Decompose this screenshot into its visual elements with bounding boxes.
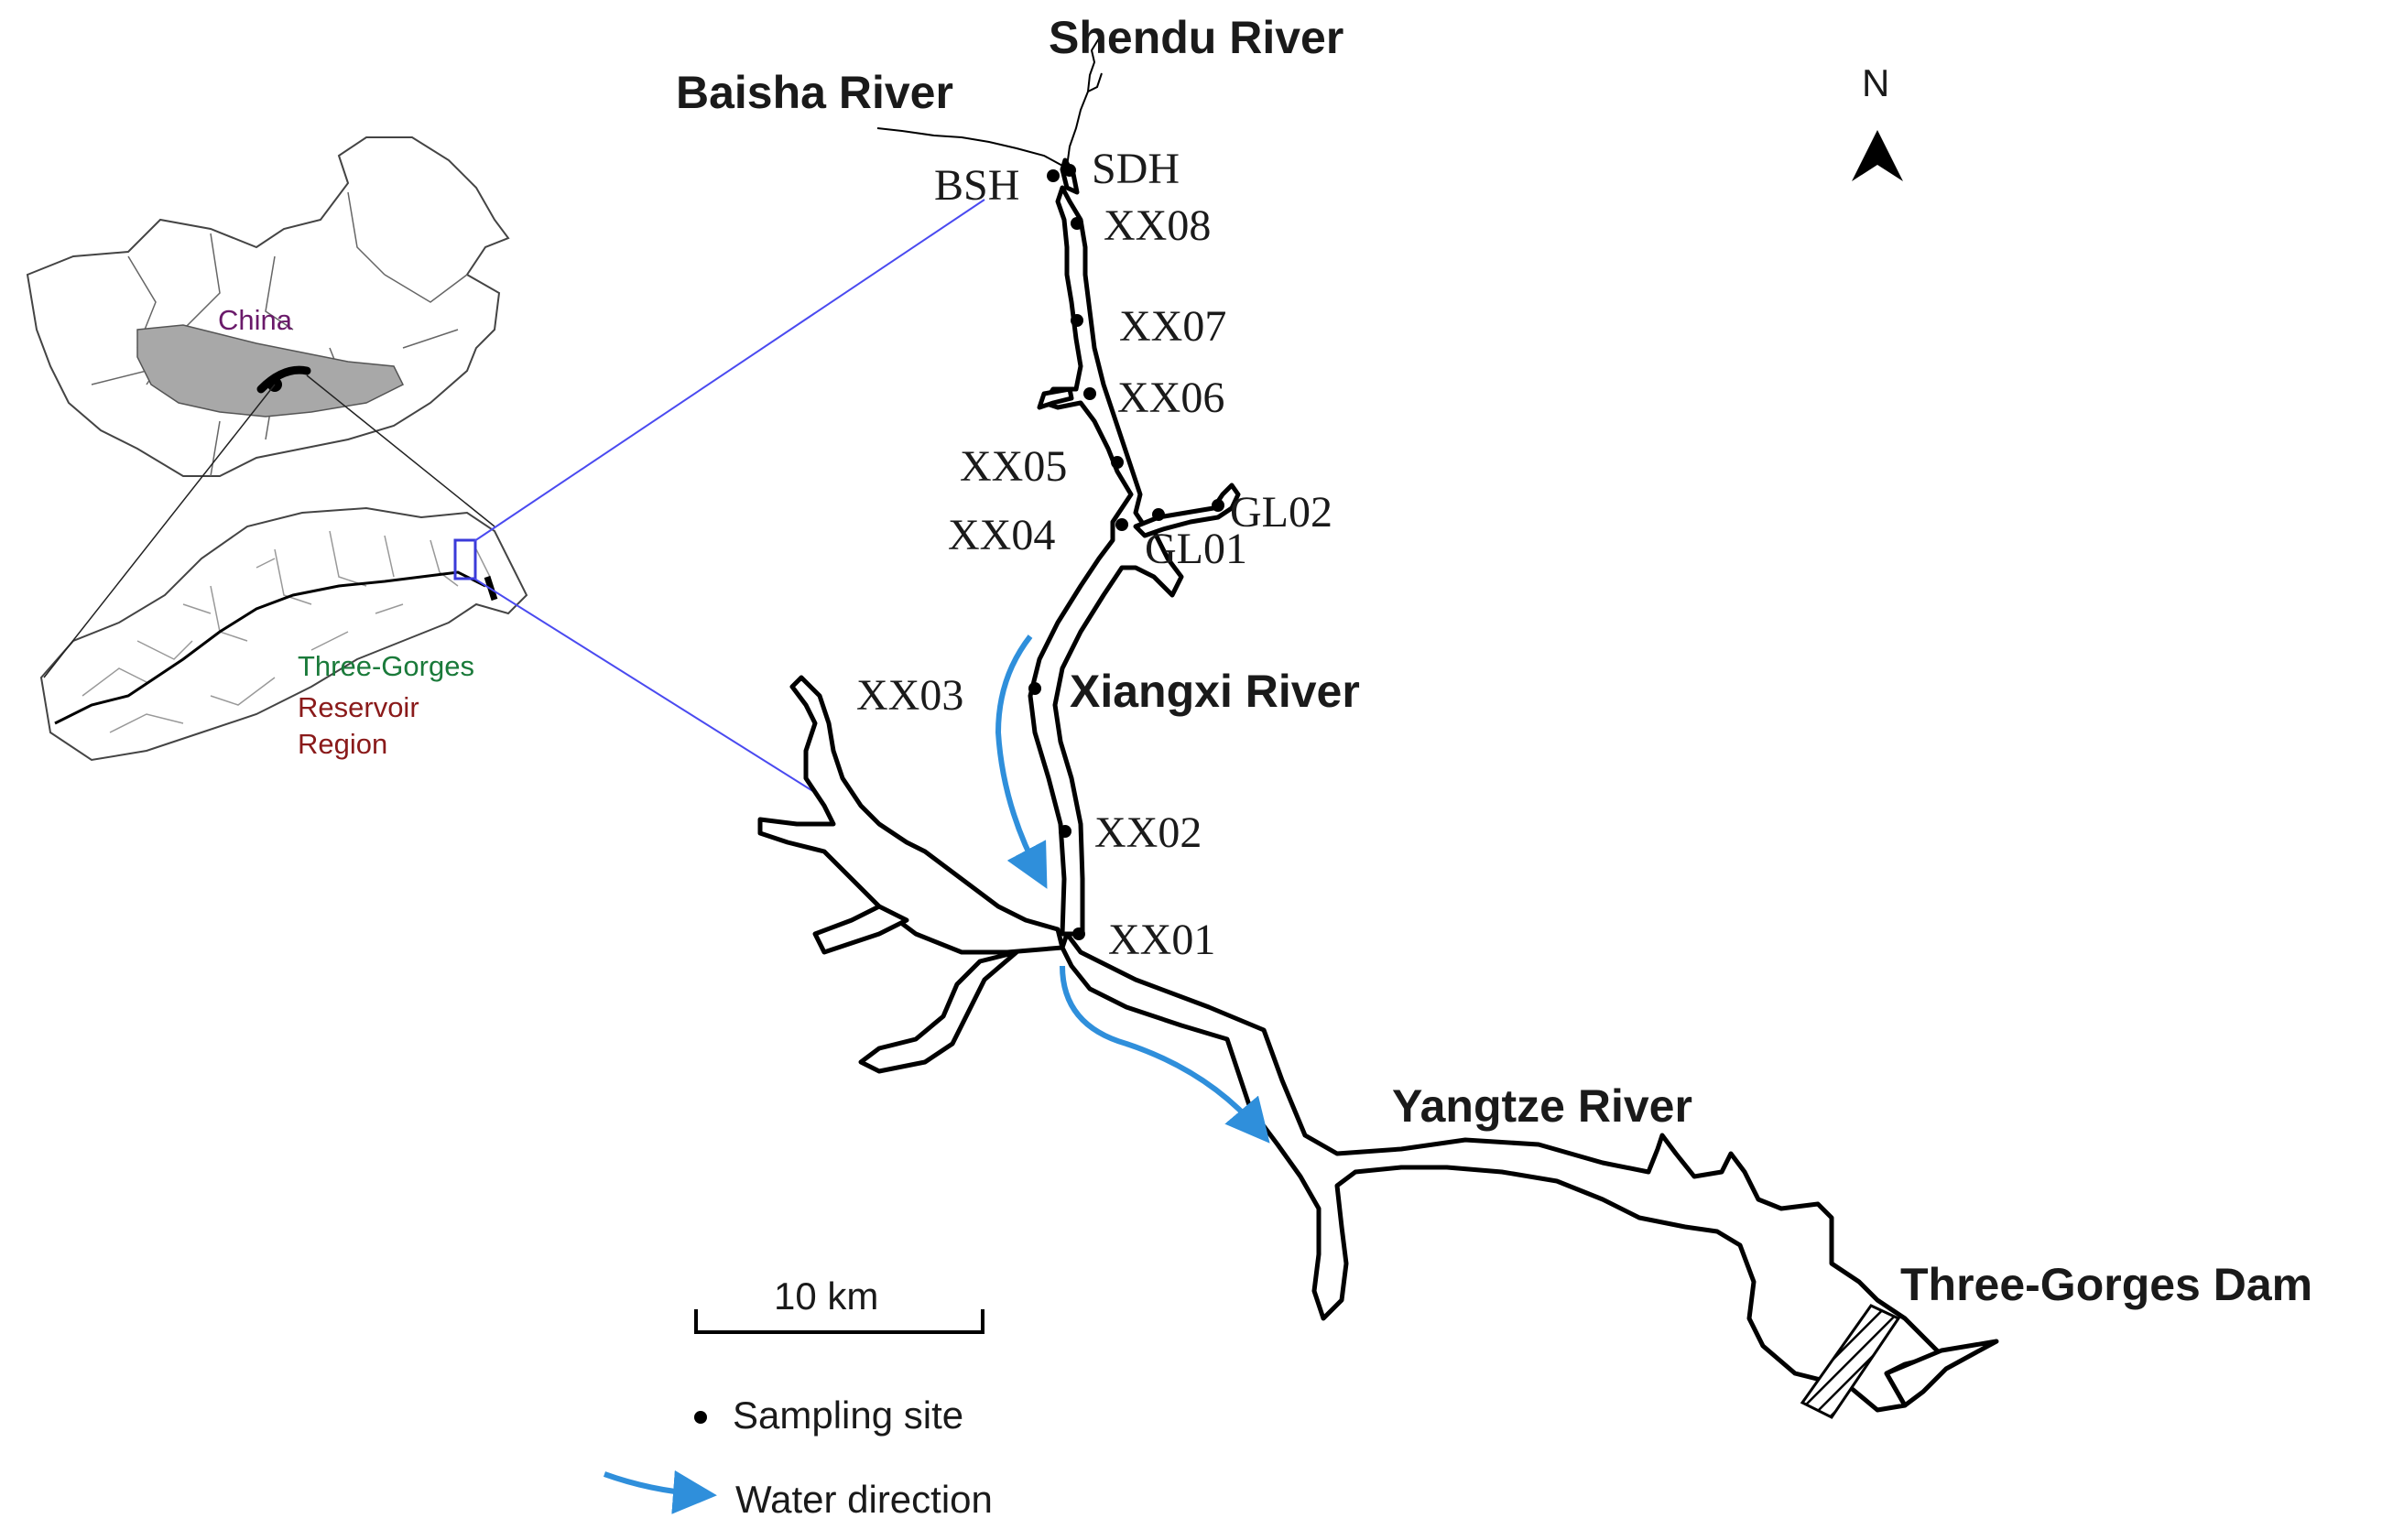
water-direction-arrow-yangtze [1060,965,1270,1144]
site-dot-gl02 [1212,499,1224,512]
china-zoom-line-right [306,374,495,527]
yangtze-reach [1060,931,1944,1413]
western-arm-lower-branch [858,949,1019,1074]
xiangxi-zoom-box [453,538,477,580]
western-arm-mid-branch [812,904,909,955]
xiangxi-channel [1028,185,1184,937]
gl-tributary [1133,483,1241,538]
tgr-tributaries [82,530,491,733]
river-system [757,157,1999,1413]
china-zoom-lines [43,374,495,678]
scale-bar-label: 10 km [774,1274,878,1318]
north-label: N [1862,61,1889,104]
western-arm [757,675,1065,955]
shendu-river-label: Shendu River [1049,12,1343,63]
north-arrow-icon [1852,130,1903,181]
site-label-sdh: SDH [1092,145,1180,193]
site-dot-gl01 [1152,508,1165,521]
site-label-xx08: XX08 [1104,201,1211,250]
xiangxi-zoom-line-top [473,199,985,542]
sampling-site-labels: BSH SDH XX08 XX07 XX06 XX05 XX04 GL01 GL… [856,145,1332,964]
site-label-xx03: XX03 [856,671,963,720]
three-gorges-dam-label: Three-Gorges Dam [1900,1259,2312,1310]
china-zoom-line-left [43,384,276,678]
legend: Sampling site Water direction [603,1394,993,1521]
legend-water-arrow [603,1470,717,1514]
three-gorges-dam-bar [1800,1304,1901,1419]
site-label-xx07: XX07 [1119,302,1226,351]
tgr-mainstream [54,570,486,725]
site-dot-bsh [1047,169,1060,182]
site-label-bsh: BSH [934,161,1019,210]
scale-bar-line [694,1309,984,1334]
site-label-gl01: GL01 [1145,525,1247,573]
xx06-bay [1037,386,1074,410]
legend-site-dot [694,1411,707,1424]
site-label-xx01: XX01 [1108,916,1215,964]
site-dot-xx06 [1083,387,1096,400]
site-label-xx02: XX02 [1094,808,1202,857]
water-direction-arrow-xiangxi [995,634,1048,889]
water-direction-arrows [995,634,1270,1144]
scale-bar: 10 km [694,1274,984,1334]
legend-water-direction-label: Water direction [735,1478,993,1521]
site-dot-xx08 [1071,217,1083,230]
tgr-region-outline [39,506,528,762]
tgr-label-line2: Reservoir [298,691,419,723]
shendu-river-line [1066,38,1103,168]
tgr-label-line1: Three-Gorges [298,650,474,682]
site-label-xx06: XX06 [1117,374,1224,422]
river-labels: Shendu River Baisha River Xiangxi River … [676,12,2312,1310]
legend-sampling-site-label: Sampling site [733,1394,963,1437]
yangtze-mainstream [256,365,311,394]
china-inset: China [26,136,510,477]
site-dot-xx01 [1072,927,1085,940]
tgr-label-line3: Region [298,728,387,760]
sampling-site-dots [1028,164,1224,940]
site-label-xx04: XX04 [948,511,1055,559]
north-arrow: N [1852,61,1903,181]
site-dot-sdh [1063,164,1076,177]
site-label-gl02: GL02 [1230,488,1332,537]
site-dot-xx05 [1111,456,1124,469]
site-dot-xx02 [1059,825,1071,838]
yangtze-basin [136,324,405,418]
tgr-region-inset: Three-Gorges Reservoir Region [39,506,528,762]
site-dot-xx04 [1115,518,1128,531]
xiangxi-river-label: Xiangxi River [1070,666,1360,717]
site-dot-xx07 [1071,314,1083,327]
site-dot-xx03 [1028,682,1041,695]
baisha-river-line [876,127,1065,168]
dam-arm [1884,1339,1999,1408]
china-label: China [218,304,293,336]
upstream-rivers [876,38,1103,168]
site-label-xx05: XX05 [960,442,1067,491]
baisha-river-label: Baisha River [676,67,953,118]
yangtze-river-label: Yangtze River [1392,1080,1692,1132]
